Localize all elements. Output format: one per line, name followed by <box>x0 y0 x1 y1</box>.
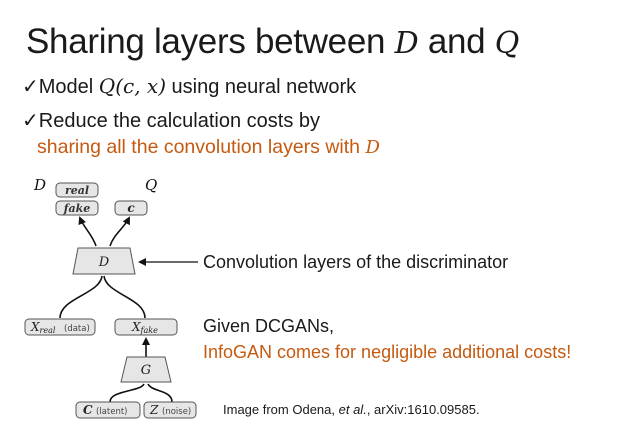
bullet-model-post: using neural network <box>166 76 357 98</box>
bullet-reduce-text: Reduce the calculation costs by <box>38 110 321 132</box>
title-text: Sharing layers between <box>26 22 386 61</box>
x-fake-symbol: X <box>131 320 141 334</box>
title-and: and <box>427 22 486 61</box>
real-box: real <box>55 182 99 198</box>
x-real-box: Xreal (data) <box>24 318 96 336</box>
c-output-box: c <box>114 200 148 216</box>
d-block: D <box>72 247 136 275</box>
bullet-model: ✓Model Q(c, x) using neural network <box>22 74 356 99</box>
head-d-label: D <box>33 176 46 194</box>
source-post: , arXiv:1610.09585. <box>366 402 480 417</box>
c-latent-box: C (latent) <box>75 401 141 419</box>
c-latent-symbol: C <box>83 403 93 417</box>
image-source-citation: Image from Odena, et al., arXiv:1610.095… <box>223 402 480 417</box>
z-noise-note: (noise) <box>162 407 191 417</box>
bullet-sub-math: D <box>365 137 380 158</box>
bullet-reduce-sub: sharing all the convolution layers with … <box>37 136 380 159</box>
x-fake-subscript: fake <box>140 326 159 335</box>
source-pre: Image from Odena, <box>223 402 339 417</box>
x-fake-box: Xfake <box>114 318 178 336</box>
link-z-to-g <box>147 383 173 403</box>
check-icon: ✓ <box>22 76 39 98</box>
bullet-sub-text: sharing all the convolution layers with <box>37 136 366 158</box>
d-block-label: D <box>98 255 110 270</box>
z-noise-symbol: Z <box>149 403 159 417</box>
fake-box: fake <box>55 200 99 216</box>
link-c-to-g <box>109 383 145 403</box>
link-xreal-to-d <box>59 275 103 319</box>
bullet-model-math: Q(c, x) <box>98 74 166 98</box>
infogan-cost-annotation: InfoGAN comes for negligible additional … <box>203 342 572 362</box>
check-icon: ✓ <box>22 110 39 132</box>
dcgan-annotation: Given DCGANs, <box>203 316 335 336</box>
bullet-reduce: ✓Reduce the calculation costs by <box>22 108 320 133</box>
arrow-d-to-fake <box>78 216 97 247</box>
x-real-symbol: X <box>30 320 40 334</box>
g-block: G <box>120 356 172 383</box>
infogan-architecture-diagram: D Q real fake c D Xreal (data) Xfake <box>24 176 198 419</box>
x-real-note: (data) <box>64 324 90 334</box>
head-q-label: Q <box>145 176 157 194</box>
fake-label: fake <box>63 202 90 215</box>
g-block-label: G <box>141 363 151 378</box>
bullet-model-pre: Model <box>38 76 99 98</box>
z-noise-box: Z (noise) <box>143 401 197 419</box>
link-xfake-to-d <box>103 275 146 319</box>
x-real-subscript: real <box>40 326 56 335</box>
slide-title: Sharing layers between D and Q <box>26 22 519 62</box>
svg-text:Xfake: Xfake <box>131 320 158 335</box>
arrow-d-to-c <box>109 216 130 247</box>
c-output-label: c <box>127 201 135 215</box>
real-label: real <box>65 184 89 197</box>
source-italic: et al. <box>338 402 367 417</box>
conv-layers-annotation: Convolution layers of the discriminator <box>203 252 509 272</box>
svg-text:Xreal: Xreal <box>30 320 56 335</box>
title-d-symbol: D <box>394 26 419 61</box>
title-q-symbol: Q <box>494 26 520 61</box>
c-latent-note: (latent) <box>96 407 128 417</box>
